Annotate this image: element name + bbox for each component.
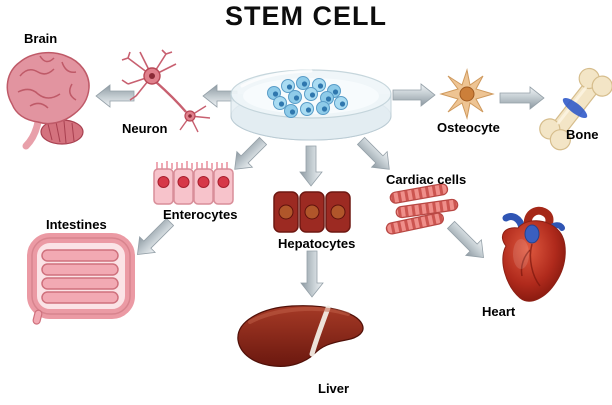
liver-body: [237, 305, 364, 367]
neuron-illustration: [121, 49, 211, 133]
arrow-dish-to-osteocyte: [392, 83, 436, 107]
arrow-dish-to-cardiac-cells: [356, 136, 390, 170]
label-osteocyte: Osteocyte: [437, 120, 500, 135]
diagram-title: STEM CELL: [225, 1, 387, 31]
brainstem: [22, 118, 42, 150]
intestines-illustration: [27, 233, 135, 325]
brush-border: [156, 161, 228, 169]
enterocytes-illustration: [153, 161, 234, 205]
arrow-neuron-to-brain: [95, 84, 135, 108]
pulmonary-trunk: [524, 224, 540, 244]
axon: [155, 81, 187, 113]
label-hepatocytes: Hepatocytes: [278, 236, 356, 251]
arrow-dish-to-hepatocytes: [299, 145, 323, 187]
hepatocytes-illustration: [273, 191, 351, 233]
arrow-enterocytes-to-intestines: [137, 217, 175, 255]
appendix: [32, 309, 43, 325]
arrow-hepatocytes-to-liver: [300, 250, 324, 298]
stem-cell-petri-dish-illustration: [230, 69, 392, 141]
coronary-vessels: [520, 243, 541, 287]
heart-illustration: [502, 206, 566, 302]
label-brain: Brain: [24, 31, 58, 46]
brain-gyri: [17, 55, 77, 109]
falciform-ligament: [309, 305, 331, 357]
label-bone: Bone: [566, 127, 599, 142]
label-cardiac-cells: Cardiac cells: [386, 172, 467, 187]
label-neuron: Neuron: [122, 121, 168, 136]
brain-illustration: [6, 51, 90, 150]
label-intestines: Intestines: [46, 217, 107, 232]
hepatocyte-cells: [273, 191, 351, 233]
cardiac-cells-illustration: [385, 183, 459, 235]
arrow-osteocyte-to-bone: [499, 86, 545, 110]
osteocyte-nucleus: [459, 86, 475, 102]
axon-terminals: [179, 105, 211, 133]
enterocyte-nuclei: [157, 176, 230, 188]
label-liver: Liver: [318, 381, 350, 396]
hepatocyte-nuclei: [278, 204, 346, 220]
cardiac-muscle-fibers: [385, 183, 459, 235]
heart-body: [502, 220, 566, 302]
bone-illustration: [539, 67, 612, 151]
stem-cell-nuclei: [272, 81, 346, 115]
stem-cells: [267, 76, 348, 118]
label-heart: Heart: [482, 304, 516, 319]
label-enterocytes: Enterocytes: [163, 207, 238, 222]
joint-band: [562, 97, 588, 119]
cerebrum: [6, 51, 90, 125]
arrow-dish-to-enterocytes: [234, 136, 268, 170]
small-intestine-loops: [41, 249, 119, 304]
liver-illustration: [237, 305, 364, 367]
osteocyte-illustration: [439, 68, 495, 120]
neuron-nucleus: [149, 73, 155, 79]
arrow-cardiac-cells-to-heart: [446, 220, 484, 258]
